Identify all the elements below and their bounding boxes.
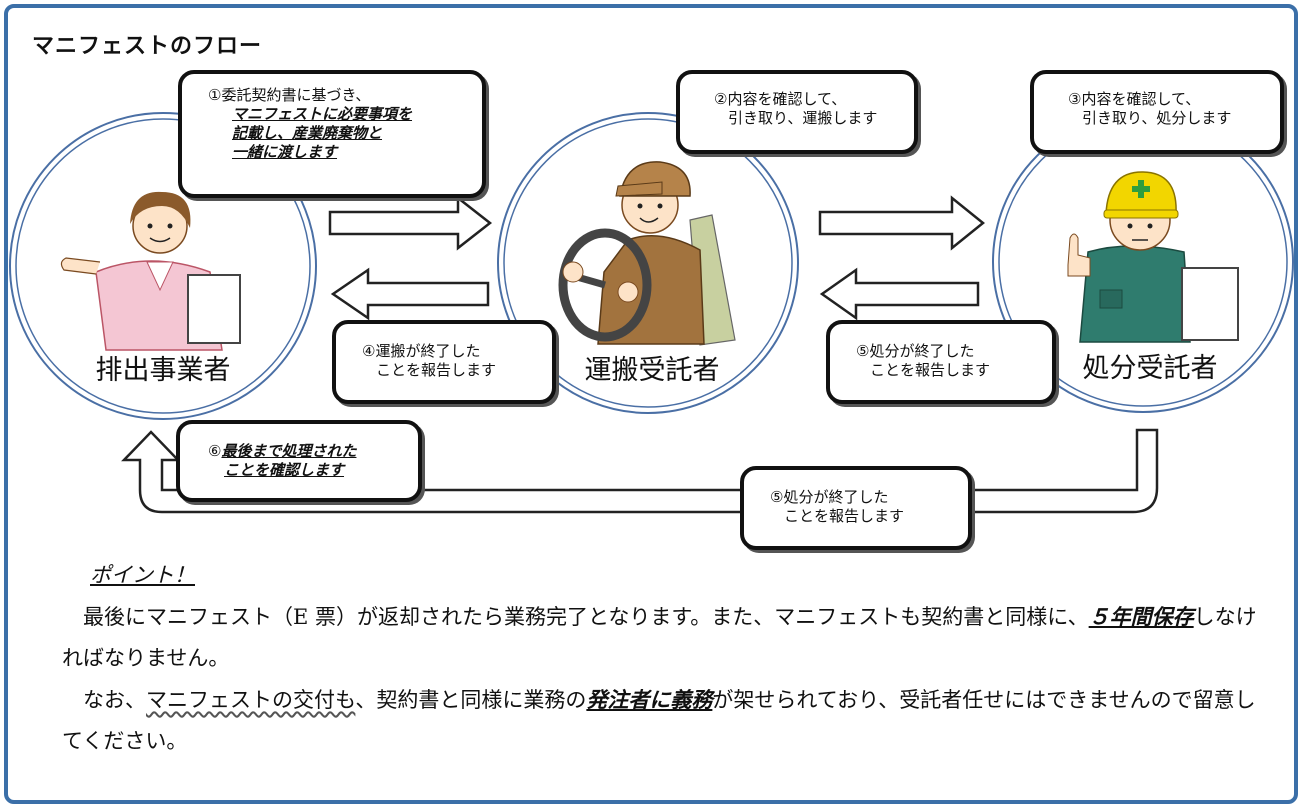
callout-step6: ⑥最後まで処理された ことを確認します (176, 420, 422, 502)
step4-line2: ことを報告します (376, 361, 497, 379)
label-disposer: 処分受託者 (1082, 353, 1218, 384)
explanation-text: ポイント！ 最後にマニフェスト（E 票）が返却されたら業務完了となります。また、… (62, 555, 1274, 762)
callout-step5-top: ⑤処分が終了した ことを報告します (826, 320, 1056, 404)
step5a-line2: ことを報告します (870, 361, 991, 379)
step6-line1: ⑥最後まで処理された (208, 442, 402, 461)
transporter-figure (558, 161, 736, 346)
content-frame (4, 4, 1298, 804)
p1-text-a: 最後にマニフェスト（E 票）が返却されたら業務完了となります。また、マニフェスト… (83, 605, 1089, 629)
step3-line1: ③内容を確認して、 (1068, 90, 1201, 108)
arrow-right-2 (818, 195, 985, 251)
callout-step1: ①委託契約書に基づき、 マニフェストに必要事項を 記載し、産業廃棄物と 一緒に渡… (178, 70, 486, 198)
step2-line1: ②内容を確認して、 (714, 90, 847, 108)
step5a-line1: ⑤処分が終了した (856, 342, 975, 360)
step6-emph-2: ことを確認します (224, 461, 345, 479)
arrow-right-1 (328, 195, 493, 251)
page-title: マニフェストのフロー (32, 34, 263, 59)
arrow-left-2 (819, 267, 980, 321)
arrow-left-1 (330, 267, 490, 321)
step1-emph-3: 一緒に渡します (232, 143, 338, 161)
step6-prefix: ⑥ (208, 442, 222, 460)
callout-step3: ③内容を確認して、 引き取り、処分します (1030, 70, 1284, 154)
p1-emphasis: ５年間保存 (1088, 604, 1194, 629)
paragraph-1: 最後にマニフェスト（E 票）が返却されたら業務完了となります。また、マニフェスト… (62, 596, 1274, 679)
p2-wavy: マニフェストの交付も (146, 688, 356, 712)
label-transporter: 運搬受託者 (584, 355, 720, 386)
step1-emph-2: 記載し、産業廃棄物と (232, 124, 383, 142)
step1-text: ①委託契約書に基づき、 (208, 86, 371, 104)
label-discharger: 排出事業者 (95, 355, 231, 386)
step5b-line1: ⑤処分が終了した (770, 488, 889, 506)
callout-step4: ④運搬が終了した ことを報告します (332, 320, 556, 404)
callout-step2: ②内容を確認して、 引き取り、運搬します (676, 70, 918, 154)
step1-emph-1: マニフェストに必要事項を (232, 105, 413, 123)
disposer-figure (1067, 171, 1239, 343)
p2-text-c: 、契約書と同様に業務の (355, 688, 587, 712)
point-heading: ポイント！ (90, 563, 195, 587)
step3-line2: 引き取り、処分します (1082, 109, 1232, 127)
paragraph-2: なお、マニフェストの交付も、契約書と同様に業務の発注者に義務が架せられており、受… (62, 679, 1274, 762)
discharger-figure (60, 191, 241, 351)
p1-text-c: しなければなりません。 (62, 605, 1257, 670)
p2-text-a: なお、 (83, 688, 146, 712)
step5b-line2: ことを報告します (784, 507, 905, 525)
step6-emph-1: 最後まで処理された (221, 442, 357, 460)
step2-line2: 引き取り、運搬します (728, 109, 878, 127)
callout-step5-bottom: ⑤処分が終了した ことを報告します (740, 466, 972, 550)
p2-emphasis: 発注者に義務 (586, 687, 713, 712)
step4-line1: ④運搬が終了した (362, 342, 481, 360)
p2-text-e: が架せられており、受託者任せにはできませんので留意してください。 (62, 688, 1256, 753)
